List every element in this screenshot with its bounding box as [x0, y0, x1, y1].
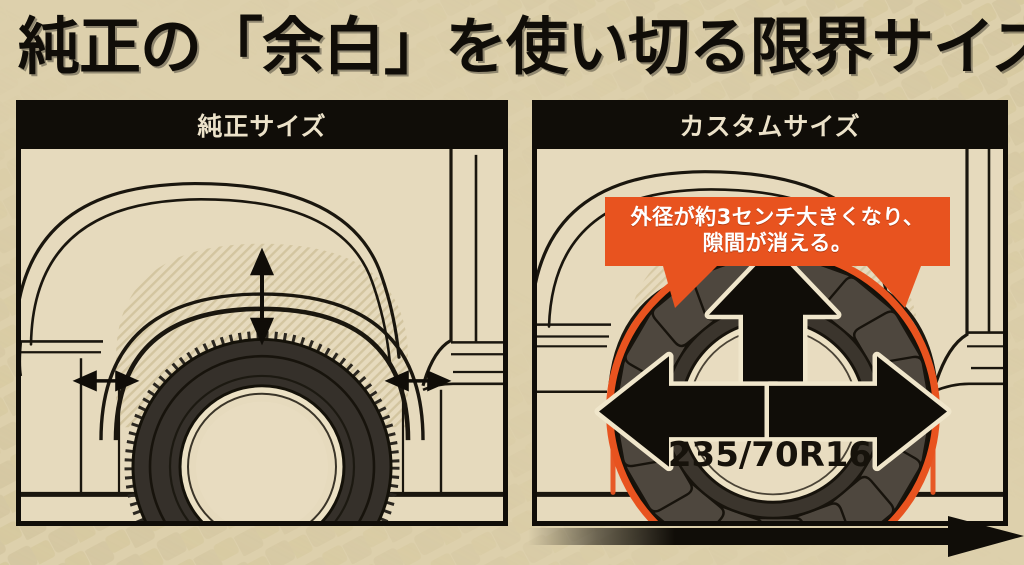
width-right-arrow	[764, 351, 952, 472]
custom-size-panel: カスタムサイズ	[532, 100, 1008, 526]
dimension-arrows	[594, 243, 952, 472]
callout-pointer-tails	[663, 266, 921, 309]
stock-size-panel: 純正サイズ	[16, 100, 508, 526]
page-title: 純正の「余白」を使い切る限界サイズ。	[18, 10, 1024, 83]
stock-size-illustration	[21, 149, 503, 521]
callout-line-1: 外径が約3センチ大きくなり、	[630, 205, 925, 229]
callout-line-2: 隙間が消える。	[702, 230, 853, 255]
left-clearance-arrow	[72, 370, 140, 392]
diameter-callout: 外径が約3センチ大きくなり、 隙間が消える。	[605, 197, 950, 309]
custom-size-panel-header: カスタムサイズ	[537, 105, 1003, 149]
stock-size-panel-header: 純正サイズ	[21, 105, 503, 149]
vertical-gap-arrow	[249, 247, 275, 346]
custom-size-illustration: 235/70R16 外径が約3センチ大きくなり、 隙間が消える。	[537, 149, 1003, 521]
right-clearance-arrow	[384, 370, 452, 392]
tire-size-label: 235/70R16	[667, 435, 873, 475]
stock-tire	[124, 331, 400, 521]
